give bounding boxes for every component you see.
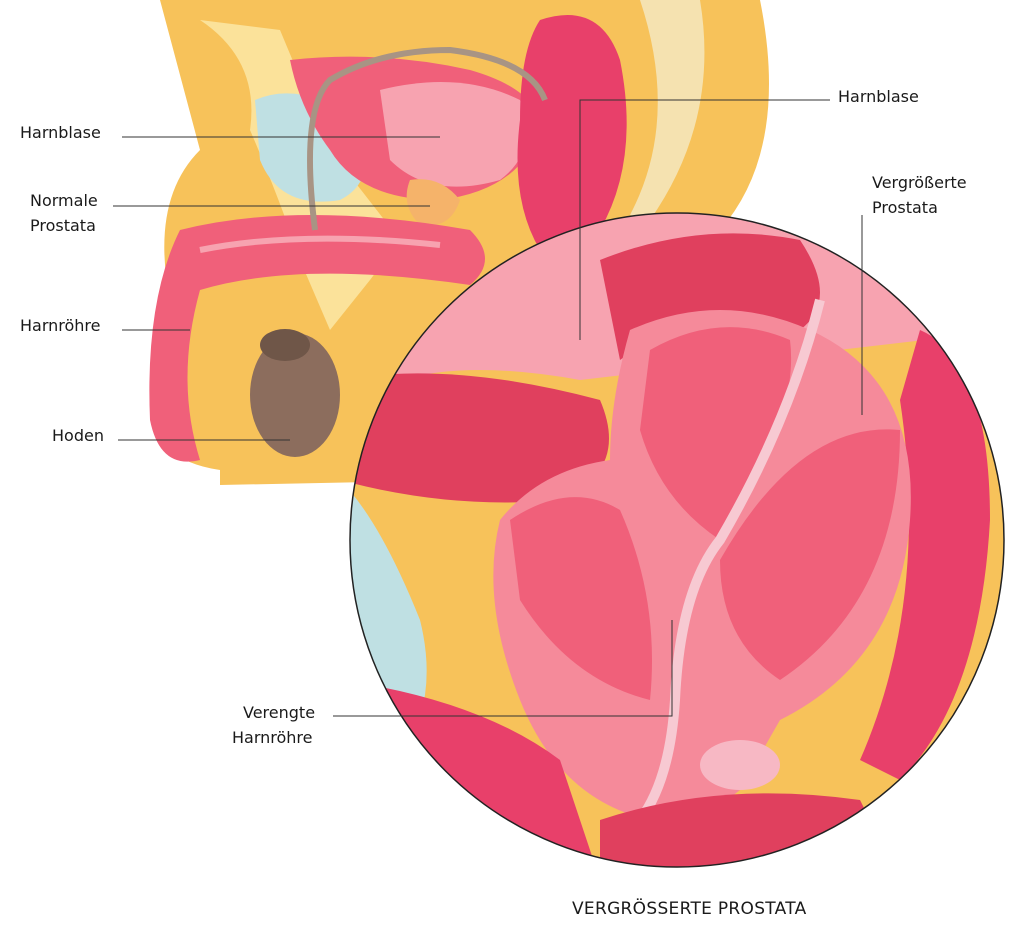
label-verengte-harnroehre-1: Verengte <box>243 703 316 722</box>
testis-overview <box>250 333 340 457</box>
label-verengte-harnroehre-2: Harnröhre <box>232 728 313 747</box>
label-harnblase-right: Harnblase <box>838 87 919 106</box>
label-normale-prostata-1: Normale <box>30 191 98 210</box>
label-hoden: Hoden <box>52 426 104 445</box>
magnifier-circle <box>349 212 1005 868</box>
label-vergroesserte-prostata-2: Prostata <box>872 198 938 217</box>
label-harnblase-left: Harnblase <box>20 123 101 142</box>
magnified-view <box>350 213 1004 867</box>
leader-lines <box>113 99 863 717</box>
label-harnroehre: Harnröhre <box>20 316 101 335</box>
rectum-overview <box>517 15 627 250</box>
bladder-wall <box>350 373 609 503</box>
label-vergroesserte-prostata-1: Vergrößerte <box>872 173 967 192</box>
urethra-magnified <box>635 298 825 823</box>
label-normale-prostata-2: Prostata <box>30 216 96 235</box>
normal-prostate <box>406 179 460 226</box>
figure-title: VERGRÖSSERTE PROSTATA <box>572 899 807 919</box>
penis-overview <box>149 215 485 462</box>
overview-section <box>149 0 769 485</box>
rectum-magnified <box>860 330 990 780</box>
